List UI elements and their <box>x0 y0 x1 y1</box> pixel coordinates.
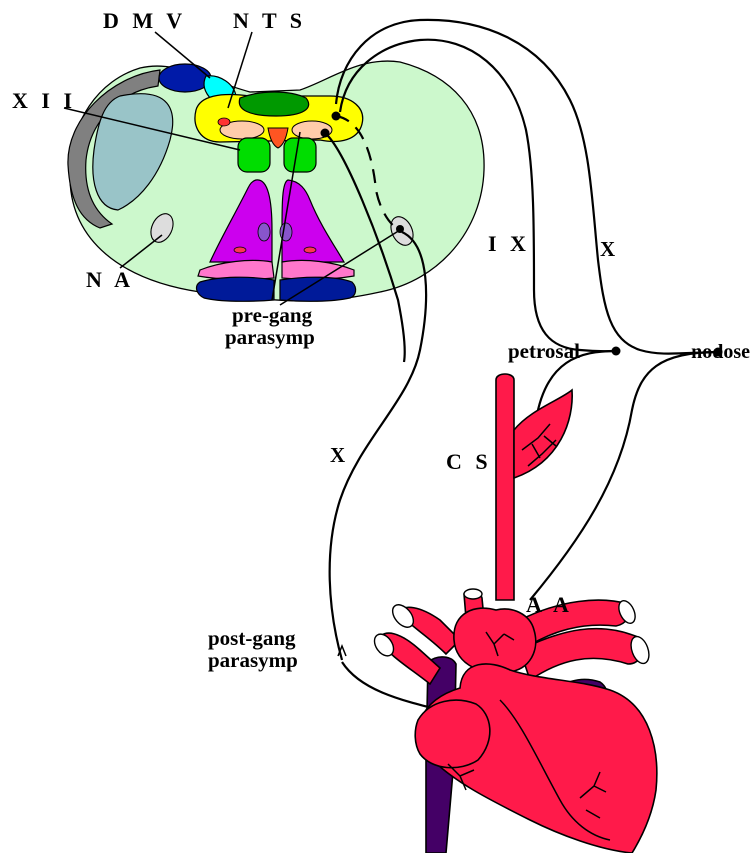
carotid <box>496 374 572 600</box>
hypoglossal-left <box>238 138 270 172</box>
right-atrium <box>415 700 490 768</box>
label-postgang-1: post-gang <box>208 626 296 650</box>
petrosal-ganglion <box>612 347 621 356</box>
label-na: N A <box>86 267 134 292</box>
label-petrosal: petrosal <box>508 339 580 363</box>
hypoglossal-right <box>284 138 316 172</box>
label-nts: N T S <box>233 8 306 33</box>
aortic-branch-1-cap <box>464 589 482 599</box>
dmv-terminal-dot <box>332 112 341 121</box>
label-xii: X I I <box>12 88 76 113</box>
label-aa: A A <box>526 592 573 617</box>
aortic-arch <box>454 608 536 673</box>
red-dot-left <box>218 118 230 126</box>
nts-terminal-dot <box>321 129 330 138</box>
label-nodose: nodose <box>691 341 750 363</box>
dark-green-nucleus <box>239 92 308 116</box>
heart <box>371 589 657 853</box>
label-cs: C S <box>446 449 492 474</box>
carotid-artery <box>496 374 514 600</box>
label-postgang-2: parasymp <box>208 648 298 672</box>
purple-dot-left <box>258 223 270 241</box>
pyramid-left <box>197 277 274 301</box>
carotid-sinus <box>514 390 572 478</box>
red-dot-olive-right <box>304 247 316 253</box>
aortic-depressor-branch <box>530 352 718 600</box>
label-dmv: D M V <box>103 8 186 33</box>
label-ix: I X <box>488 231 530 256</box>
label-x-top: X <box>600 237 615 261</box>
label-x-left: X <box>330 443 345 467</box>
label-pregang-2: parasymp <box>225 325 315 349</box>
dmv-nucleus <box>159 64 211 92</box>
medulla-section <box>68 61 484 301</box>
red-dot-olive-left <box>234 247 246 253</box>
label-pregang-1: pre-gang <box>232 303 313 327</box>
